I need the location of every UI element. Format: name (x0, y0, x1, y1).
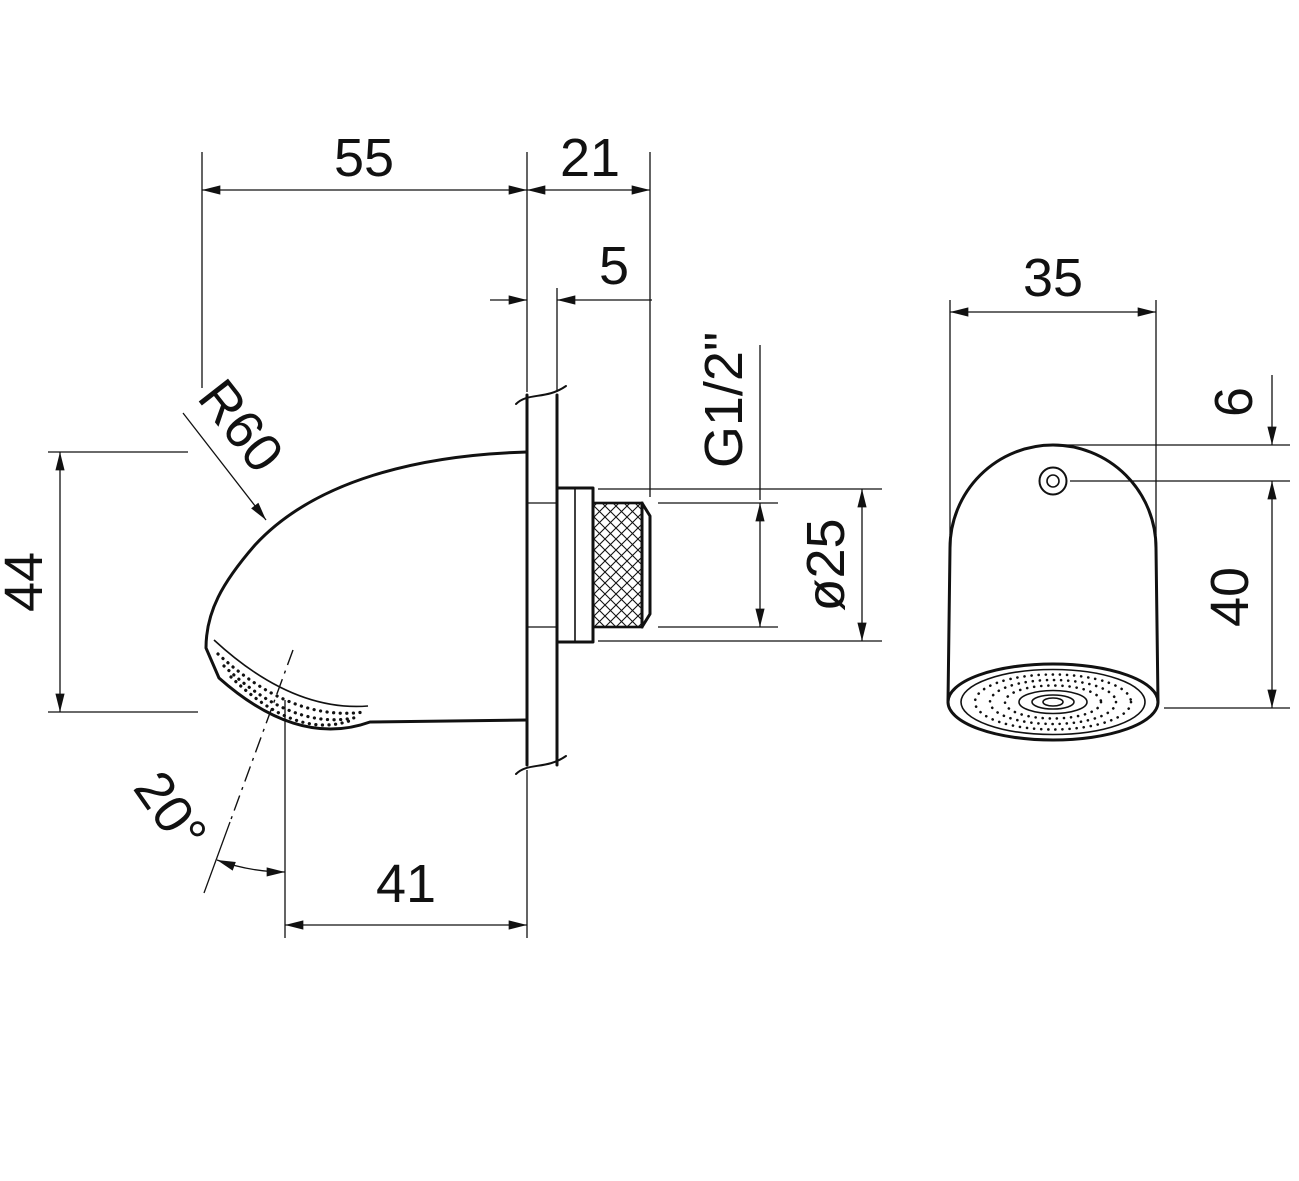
thread-end-chamfer (640, 501, 652, 629)
dim-41-label: 41 (376, 854, 436, 914)
dim-55-label: 55 (334, 128, 394, 188)
front-view-object (946, 443, 1160, 742)
dim-diameter-label: ø25 (796, 518, 856, 611)
dim-6-label: 6 (1204, 387, 1264, 417)
screw-hole-outer (1038, 466, 1068, 496)
spray-face-rim (946, 662, 1160, 742)
radius-leader-line (182, 412, 267, 521)
wall-break-mark-bottom (515, 755, 567, 775)
dim-angle-label: 20° (122, 760, 218, 861)
side-view-dimensions: 55 21 5 G1/2" ø25 44 R60 20° (0, 128, 882, 938)
spray-center-nozzle (1042, 697, 1064, 707)
dim-21-label: 21 (560, 128, 620, 188)
side-view-object (203, 385, 652, 938)
wall-break-mark-top (515, 385, 567, 405)
angle-arc (216, 859, 286, 877)
nozzle-dots-row (229, 675, 351, 727)
nozzle-dots-row (222, 664, 360, 722)
spray-nozzle-ring (1003, 684, 1103, 720)
screw-hole-inner (1046, 474, 1060, 488)
front-view-dimensions: 35 6 40 (949, 248, 1290, 709)
dim-radius-label: R60 (187, 368, 295, 483)
spray-center-ring (1031, 694, 1075, 710)
dim-35-label: 35 (1023, 248, 1083, 308)
dim-5-label: 5 (599, 236, 629, 296)
dim-thread-label: G1/2" (694, 332, 754, 468)
spray-face-boundary (213, 639, 369, 708)
spray-ring (960, 668, 1146, 736)
front-body-outline (946, 443, 1160, 704)
dim-44-label: 44 (0, 552, 54, 612)
dim-40-label: 40 (1200, 567, 1260, 627)
spray-axis-extension (203, 821, 231, 894)
spray-nozzle-ring (988, 678, 1118, 726)
nozzle-dots-row (216, 652, 366, 715)
spray-nozzle-ring (973, 673, 1133, 731)
spray-center-ring (1018, 689, 1088, 715)
shower-head-body-outline (204, 450, 529, 731)
thread-section (591, 501, 644, 629)
